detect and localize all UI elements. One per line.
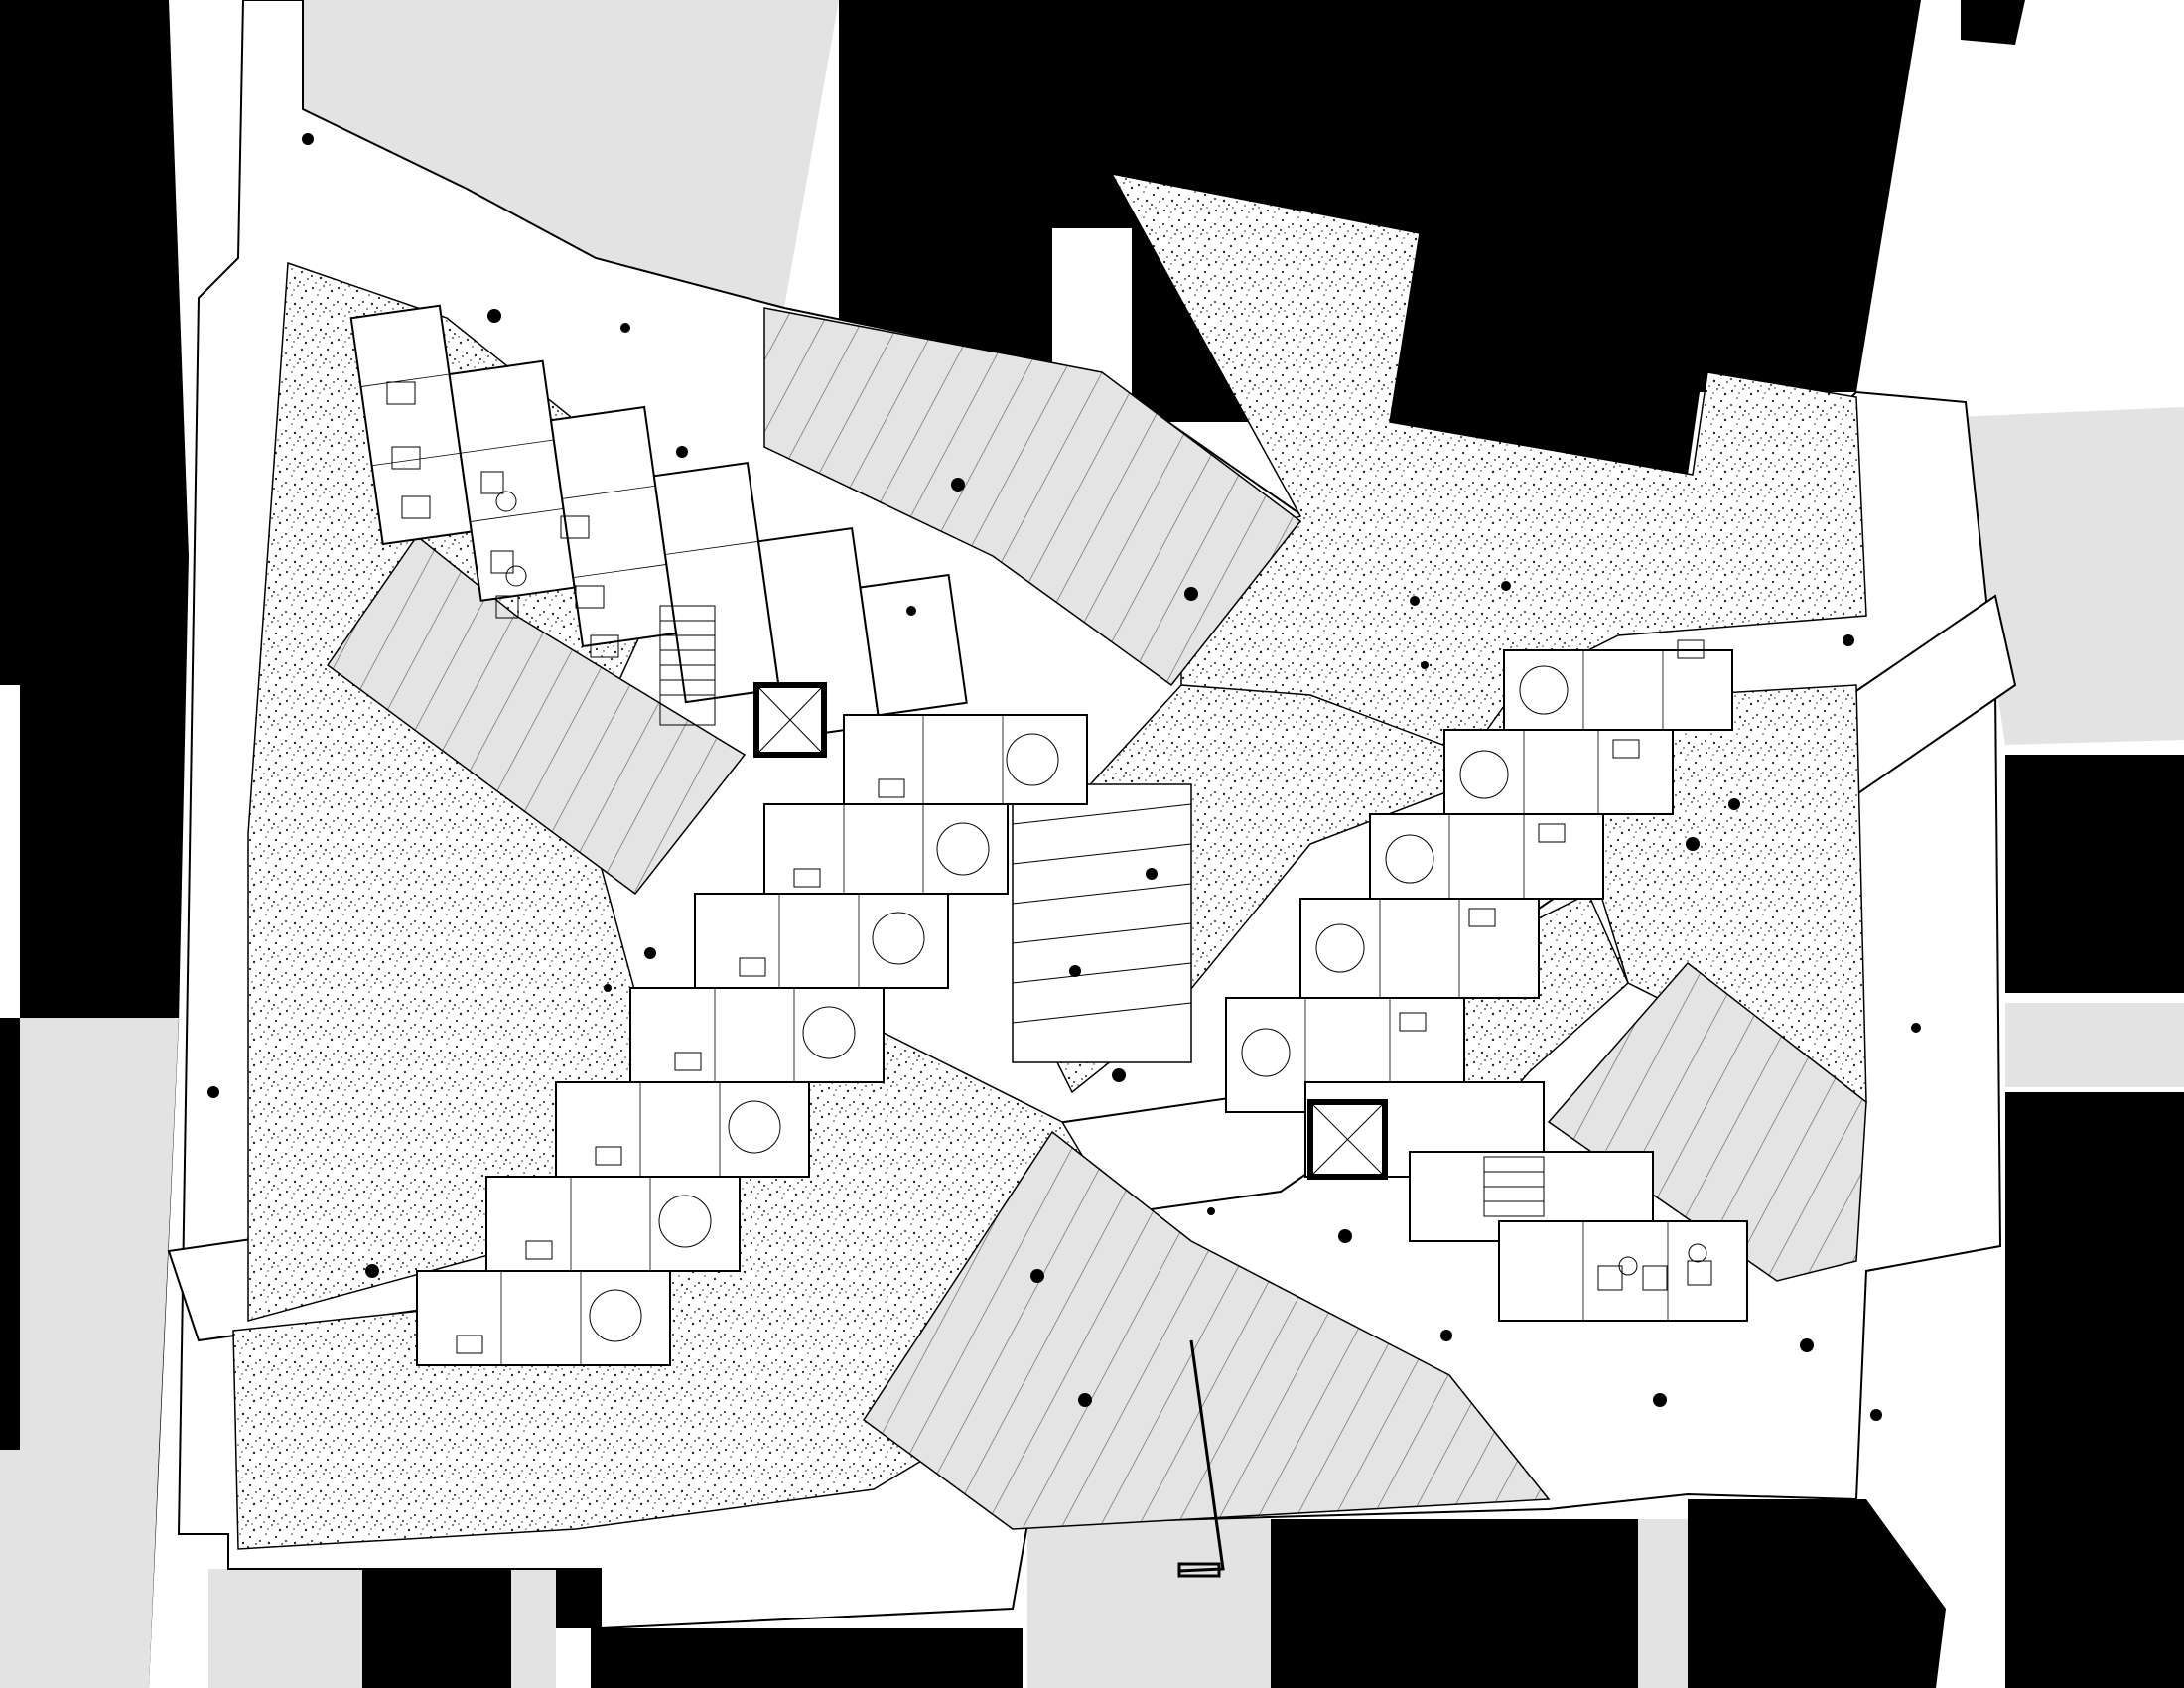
person-icon [1030,1269,1044,1283]
person-icon [604,984,612,992]
armchair-icon [480,471,527,619]
armchair-icon [1597,1243,1712,1291]
person-icon [1870,1409,1882,1421]
person-icon [1653,1393,1667,1407]
housing-block-right [1225,639,1748,1322]
person-icon [644,947,656,959]
spiral-stair-icon [589,733,1059,1342]
person-icon [906,606,916,616]
person-icon [1440,1330,1452,1341]
person-icon [1184,587,1198,601]
person-icon [1112,1068,1126,1082]
person-icon [676,446,688,458]
person-icon [620,323,630,333]
person-icon [1843,634,1854,646]
lamp-post-icon [969,82,1052,329]
person-icon [1146,868,1158,880]
person-icon [487,309,501,323]
person-icon [1338,1229,1352,1243]
elevator-core-icon [1307,1099,1388,1180]
person-icon [1421,661,1429,669]
person-icon [1069,965,1081,977]
person-icon [1207,1207,1215,1215]
person-icon [951,478,965,492]
people [207,133,1921,1421]
spiral-stair-icon [1241,665,1569,1077]
timber-decks [326,307,1867,1530]
crosswalk [1012,783,1192,1063]
person-icon [207,1086,219,1098]
person-icon [1911,1023,1921,1033]
lamp-post-icon [1177,1339,1225,1578]
stair-icon [1483,1156,1545,1217]
elevator-core-icon [753,682,827,758]
housing-block-left [349,304,968,758]
person-icon [1800,1338,1814,1352]
table-chairs-icon [456,778,905,1354]
person-icon [1078,1393,1092,1407]
table-chairs-icon [1399,639,1705,1032]
person-icon [302,133,314,145]
person-icon [1728,798,1740,810]
person-icon [1686,837,1700,851]
person-icon [1501,581,1511,591]
stair-icon [659,605,716,726]
table-chairs-icon [386,381,619,658]
module-row-upper [349,304,968,740]
person-icon [1410,596,1420,606]
housing-block-left-diagonal [416,714,1088,1366]
person-icon [365,1264,379,1278]
